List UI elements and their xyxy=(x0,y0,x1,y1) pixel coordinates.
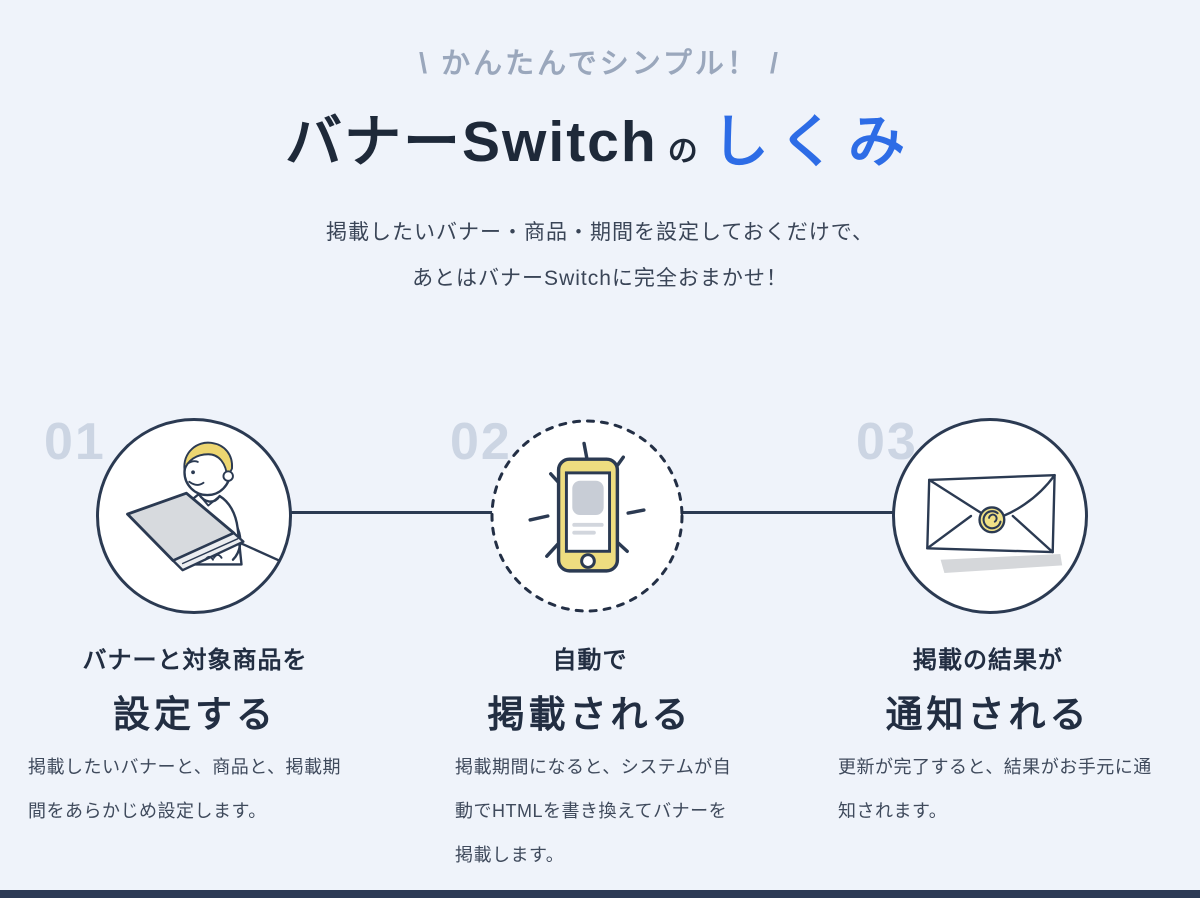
step3-title-large: 通知される xyxy=(885,694,1091,735)
description-line: 掲載期間になると、システムが自 xyxy=(455,757,732,777)
step-number-03: 03 xyxy=(856,413,918,471)
step1-circle xyxy=(96,418,292,614)
subtitle-line: 掲載したいバナー・商品・期間を設定しておくだけで、 xyxy=(326,221,874,244)
section-subtitle: 掲載したいバナー・商品・期間を設定しておくだけで、 あとはバナーSwitchに完… xyxy=(0,210,1200,302)
step-number-01: 01 xyxy=(44,413,106,471)
description-line: 更新が完了すると、結果がお手元に通 xyxy=(838,757,1152,777)
title-product-name: バナーSwitch xyxy=(285,110,658,174)
step1-description: 掲載したいバナーと、商品と、掲載期 間をあらかじめ設定します。 xyxy=(28,746,341,834)
next-section-edge xyxy=(0,890,1200,898)
description-line: 掲載したいバナーと、商品と、掲載期 xyxy=(28,757,342,777)
description-line: 動でHTMLを書き換えてバナーを xyxy=(455,800,728,821)
section-tagline: \ かんたんでシンプル！ / xyxy=(419,48,781,80)
step2-heading: 自動で 掲載される xyxy=(420,640,760,738)
subtitle-line: あとはバナーSwitchに完全おまかせ！ xyxy=(412,267,788,291)
step2-circle xyxy=(489,418,685,614)
step2-title-small: 自動で xyxy=(552,647,628,674)
description-line: 掲載します。 xyxy=(455,844,565,865)
step1-title-large: 設定する xyxy=(113,694,277,735)
title-highlight: しくみ xyxy=(711,110,915,174)
smartphone-icon xyxy=(528,441,646,573)
step-number-02: 02 xyxy=(450,413,512,471)
title-particle: の xyxy=(667,135,698,168)
description-line: 間をあらかじめ設定します。 xyxy=(28,800,267,821)
step1-heading: バナーと対象商品を 設定する xyxy=(25,640,365,738)
step2-title-large: 掲載される xyxy=(487,694,693,735)
step3-description: 更新が完了すると、結果がお手元に通 知されます。 xyxy=(838,746,1152,834)
person-at-laptop-icon xyxy=(126,441,281,572)
section-title: バナーSwitch の しくみ xyxy=(0,96,1200,178)
step3-title-small: 掲載の結果が xyxy=(913,647,1063,674)
step3-circle xyxy=(892,418,1088,614)
step2-description: 掲載期間になると、システムが自 動でHTMLを書き換えてバナーを 掲載します。 xyxy=(455,746,731,878)
envelope-icon xyxy=(926,473,1063,573)
description-line: 知されます。 xyxy=(838,800,948,821)
step3-heading: 掲載の結果が 通知される xyxy=(818,640,1158,738)
step1-title-small: バナーと対象商品を xyxy=(82,647,308,674)
